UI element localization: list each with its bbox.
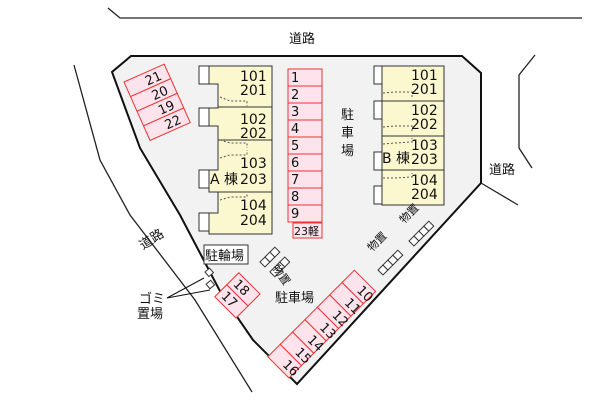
bicycle-parking — [203, 244, 249, 265]
building-a: 101 201 102 202 103 203 104 204 A 棟 — [198, 65, 273, 235]
parking-label: 駐車場 — [275, 291, 314, 306]
unit-b-201: 201 — [411, 82, 438, 98]
bicycle-parking-label: 駐輪場 — [205, 248, 244, 264]
storage-right-1 — [377, 249, 404, 276]
parking-space — [267, 343, 303, 379]
parking-space-number: 6 — [291, 156, 299, 171]
garbage-label-1: ゴミ — [139, 291, 165, 307]
parking-space-number: 5 — [291, 139, 299, 154]
unit-b-104: 104 — [411, 173, 438, 189]
building-a-label: A 棟 — [210, 172, 238, 188]
unit-b-101: 101 — [411, 68, 438, 84]
unit-a-203: 203 — [240, 172, 267, 188]
parking-space-number: 9 — [291, 207, 299, 222]
road-edge-right — [518, 54, 536, 169]
road-edge-right-lower — [480, 182, 519, 206]
road-edge-left — [73, 64, 253, 393]
garbage-label-2: 置場 — [137, 307, 163, 322]
parking-space-number: 2 — [291, 88, 299, 103]
road-label-right: 道路 — [489, 162, 515, 178]
unit-b-103: 103 — [411, 138, 438, 154]
parking-space — [287, 204, 323, 223]
storage-right-2 — [408, 220, 435, 247]
parking-center: 1 2 3 4 5 6 7 8 9 — [287, 68, 323, 223]
unit-a-101: 101 — [240, 69, 267, 85]
parking-space-number: 3 — [291, 105, 299, 120]
unit-b-204: 204 — [411, 187, 438, 203]
unit-a-202: 202 — [240, 126, 267, 142]
building-b: 101 201 102 202 103 203 104 204 B 棟 — [373, 65, 445, 206]
unit-a-103: 103 — [240, 156, 267, 172]
parking-space-number: 22 — [163, 113, 184, 133]
unit-b-202: 202 — [411, 117, 438, 133]
parking-space — [142, 107, 191, 142]
parking-space-number: 7 — [291, 173, 299, 188]
unit-a-201: 201 — [240, 83, 267, 99]
parking-space-kei — [292, 222, 323, 239]
storage-left — [259, 246, 291, 278]
road-edge-top — [107, 7, 582, 19]
unit-b-203: 203 — [411, 152, 438, 168]
garbage-area — [204, 267, 216, 290]
unit-a-204: 204 — [240, 213, 267, 229]
parking-space — [226, 272, 261, 307]
parking-label-v-2: 車 — [341, 126, 354, 141]
building-b-label: B 棟 — [382, 151, 410, 167]
parking-label-v-1: 駐 — [341, 108, 354, 123]
parking-space-number: 8 — [291, 190, 299, 205]
parking-space-number: 1 — [291, 71, 299, 86]
unit-a-104: 104 — [240, 198, 267, 214]
road-label-top: 道路 — [289, 31, 315, 47]
parking-label-v-3: 場 — [341, 144, 354, 159]
parking-space-number: 4 — [291, 122, 299, 137]
unit-a-102: 102 — [240, 112, 267, 128]
unit-b-102: 102 — [411, 103, 438, 119]
parking-kei-label: 23軽 — [294, 225, 319, 238]
